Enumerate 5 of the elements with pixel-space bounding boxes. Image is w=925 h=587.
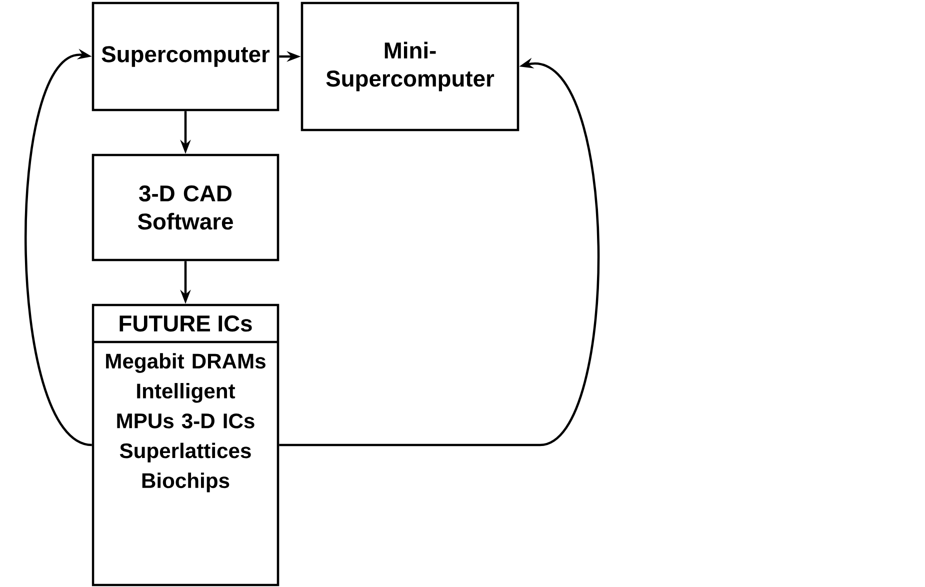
arrow [24,48,92,446]
process-box: Supercomputer [92,2,280,112]
process-box: Mini- Supercomputer [300,2,520,132]
list-box: FUTURE ICs Megabit DRAMs Intelligent MPUs 3-D ICs Superlattices Biochips [92,304,280,586]
process-box: 3-D CAD Software [92,154,280,262]
